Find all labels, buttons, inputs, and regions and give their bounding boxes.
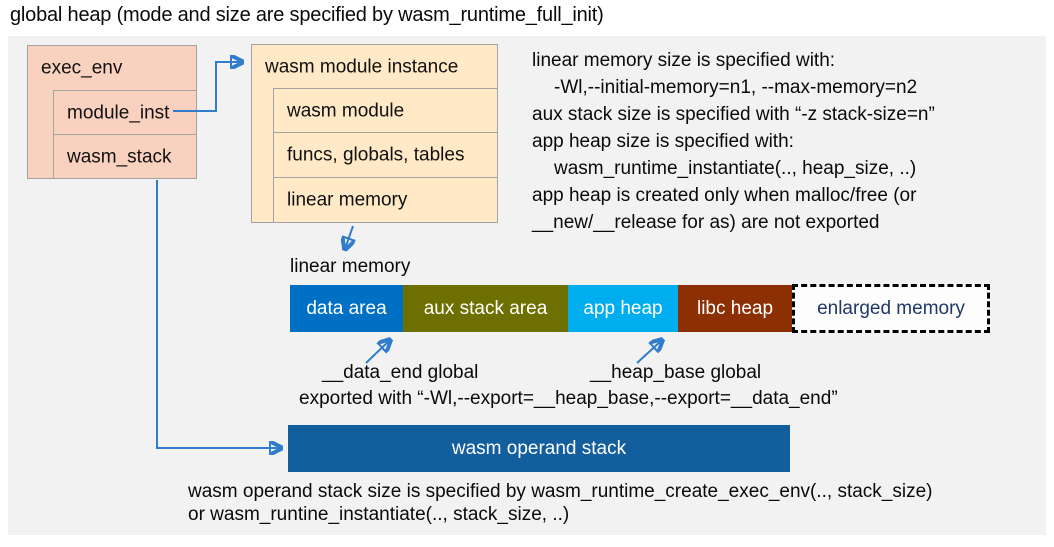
segment-app-heap: app heap <box>568 285 678 332</box>
module-instance-label: wasm module instance <box>265 56 459 78</box>
note-line: wasm_runtime_instantiate(.., heap_size, … <box>554 158 917 179</box>
note-line: -Wl,--initial-memory=n1, --max-memory=n2 <box>554 77 918 98</box>
funcs-globals-tables-label: funcs, globals, tables <box>287 144 465 166</box>
note-line: app heap is created only when malloc/fre… <box>532 185 917 206</box>
wasm-stack-label: wasm_stack <box>67 146 172 167</box>
exported-flags-label: exported with “-Wl,--export=__heap_base,… <box>299 388 838 409</box>
heap-base-global-label: __heap_base global <box>590 362 762 383</box>
funcs-globals-tables-box: funcs, globals, tables <box>273 132 498 178</box>
wasm-module-box: wasm module <box>273 88 498 133</box>
note-line: linear memory size is specified with: <box>532 50 836 71</box>
page-title: global heap (mode and size are specified… <box>10 4 604 26</box>
segment-enlarged-memory: enlarged memory <box>792 284 990 333</box>
operand-stack-note-line2: or wasm_runtine_instantiate(.., stack_si… <box>188 504 570 525</box>
data-end-global-label: __data_end global <box>322 362 479 383</box>
note-line: app heap size is specified with: <box>532 131 794 152</box>
module-inst-label: module_inst <box>67 102 170 123</box>
segment-aux-stack-area: aux stack area <box>403 285 568 332</box>
linear-memory-row-label: linear memory <box>287 189 408 211</box>
wasm-module-label: wasm module <box>287 100 405 121</box>
notes-block: linear memory size is specified with: -W… <box>532 47 1044 236</box>
segment-data-area: data area <box>290 285 403 332</box>
segment-libc-heap: libc heap <box>678 285 792 332</box>
module-inst-box: module_inst <box>53 90 197 135</box>
linear-memory-bar: data area aux stack area app heap libc h… <box>290 285 792 332</box>
linear-memory-label: linear memory <box>290 256 411 277</box>
operand-stack-note-line1: wasm operand stack size is specified by … <box>188 481 933 502</box>
wasm-stack-box: wasm_stack <box>53 134 197 179</box>
linear-memory-row-box: linear memory <box>273 177 498 223</box>
wasm-operand-stack-bar: wasm operand stack <box>288 425 790 472</box>
note-line: __new/__release for as) are not exported <box>532 212 880 233</box>
note-line: aux stack size is specified with “-z sta… <box>532 104 935 125</box>
exec-env-label: exec_env <box>41 57 123 79</box>
